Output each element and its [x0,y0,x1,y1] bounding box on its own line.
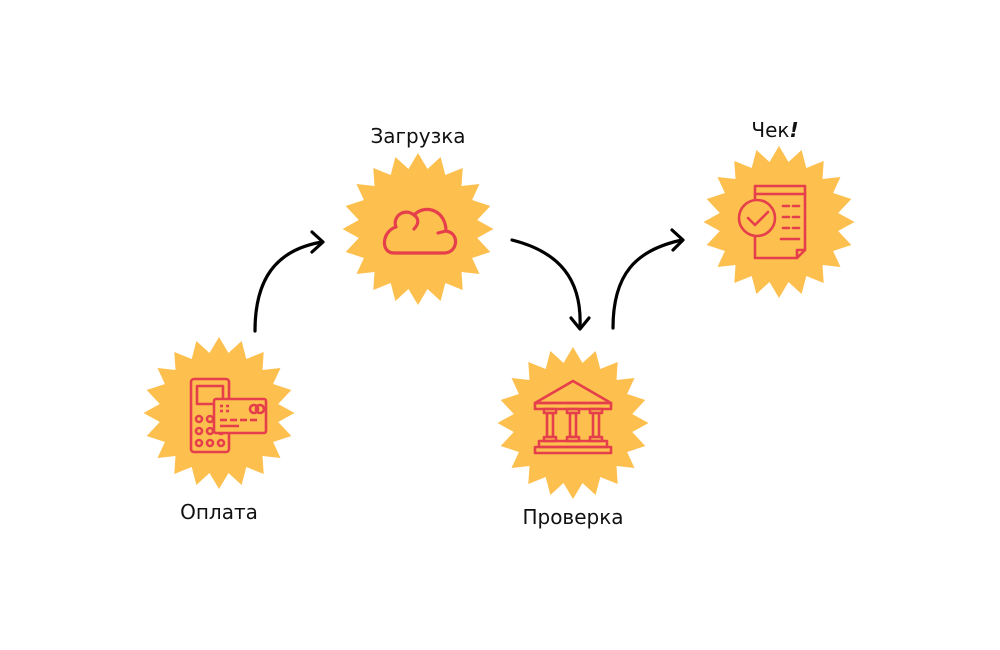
receipt-check-icon [737,184,807,260]
bank-building-icon [533,379,613,455]
step-label-receipt: Чек! [751,118,798,142]
arrow-upload-to-verify [510,238,591,331]
arrow-verify-to-receipt [611,228,685,330]
badge-star [342,153,494,305]
cloud-icon [382,207,458,255]
step-label-payment: Оплата [180,500,258,524]
step-payment [143,337,295,489]
step-label-verify: Проверка [522,505,624,529]
step-label-receipt-suffix: ! [789,118,799,142]
step-label-upload: Загрузка [370,124,466,148]
arrow-payment-to-upload [253,230,325,333]
step-upload [342,153,494,305]
step-label-receipt-text: Чек [751,118,790,142]
payment-terminal-card-icon [189,377,268,454]
badge-star [703,146,855,298]
step-verify [497,347,649,499]
step-receipt [703,146,855,298]
badge-star [497,347,649,499]
